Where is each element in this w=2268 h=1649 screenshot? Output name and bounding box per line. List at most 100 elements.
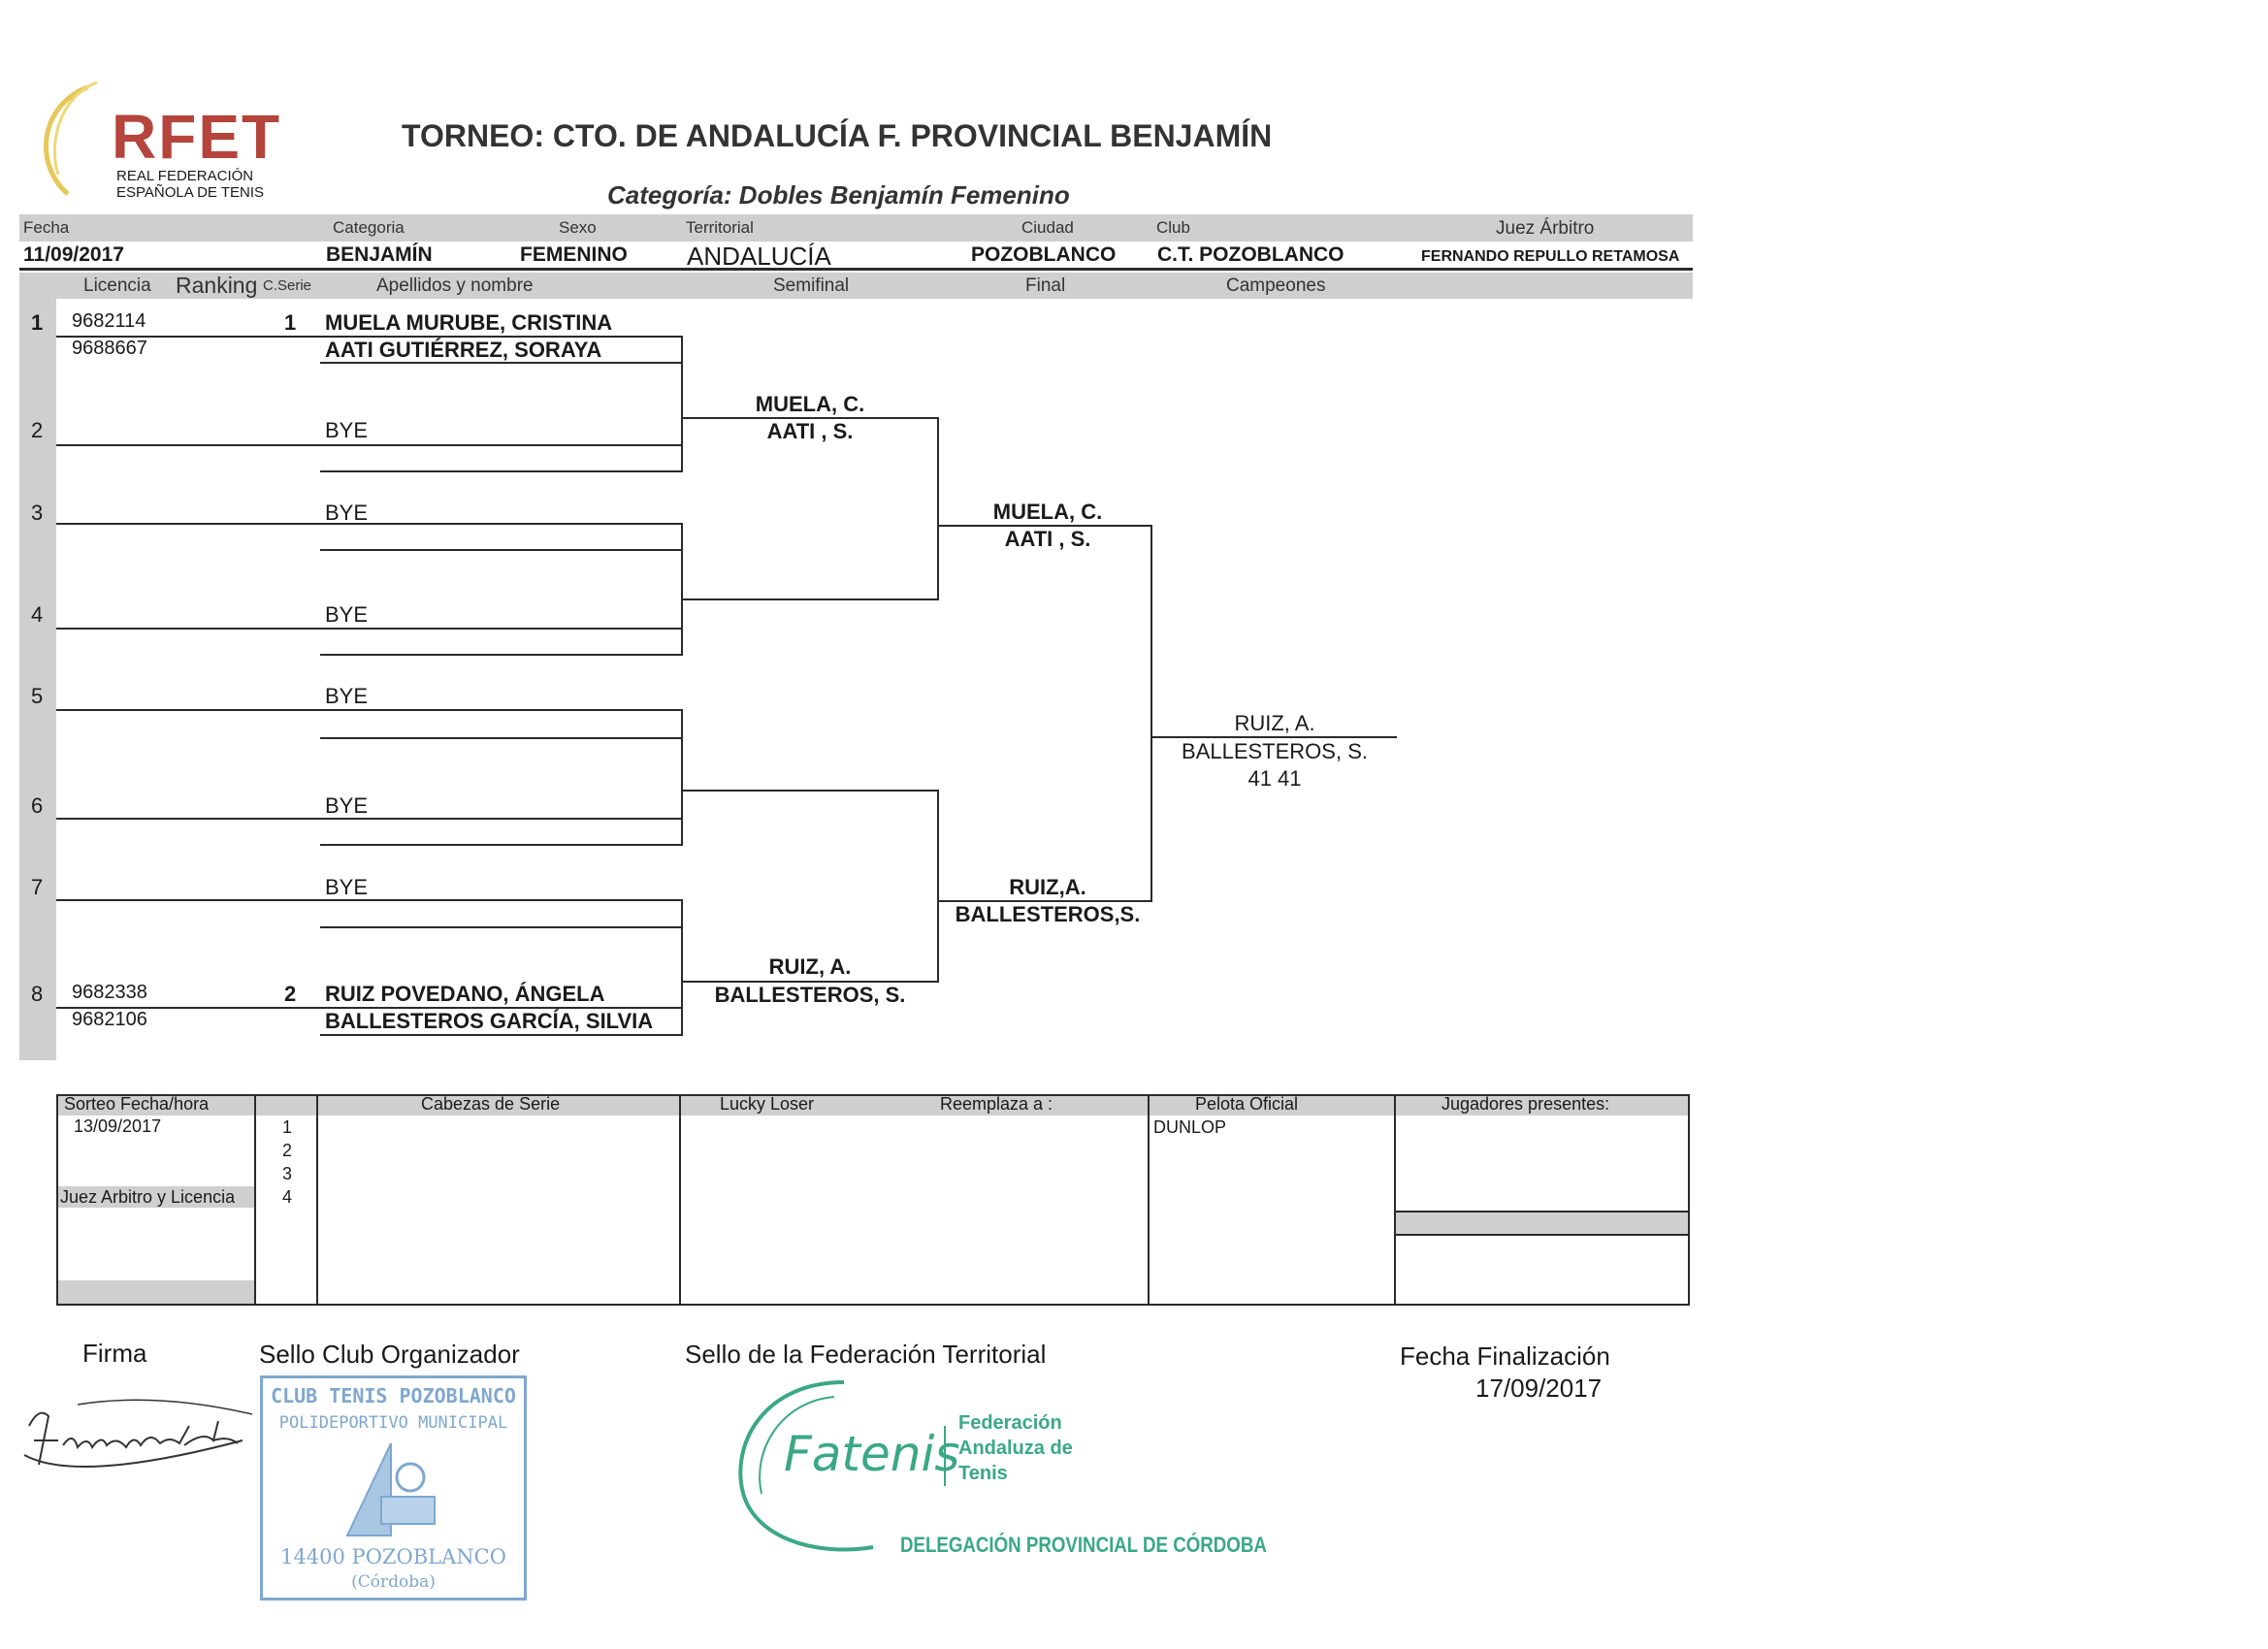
stamp-club-line: (Córdoba) (351, 1572, 436, 1592)
col-semifinal: Semifinal (773, 275, 850, 296)
semifinal-winner: AATI , S. (766, 419, 854, 443)
label-ciudad: Ciudad (1021, 218, 1074, 237)
stamp-club-line: POLIDEPORTIVO MUNICIPAL (278, 1413, 508, 1433)
entry-line (320, 654, 682, 656)
position-number: 8 (31, 982, 44, 1006)
champion-score: 41 41 (1247, 766, 1302, 791)
position-number: 2 (31, 418, 44, 442)
federation-stamp-ring-icon (738, 1380, 874, 1552)
players-present-bar (1396, 1212, 1688, 1234)
bracket-connector (1150, 525, 1152, 902)
pelota-value: DUNLOP (1153, 1117, 1227, 1137)
bracket-connector (682, 598, 939, 600)
table-divider (1148, 1096, 1150, 1304)
info-underline (19, 268, 1693, 271)
rfet-logo: RFET REAL FEDERACIÓN ESPAÑOLA DE TENIS (29, 68, 310, 204)
final-winner: AATI , S. (1004, 527, 1091, 551)
bracket-connector (1151, 736, 1397, 738)
info-label-bar (19, 214, 1693, 242)
value-ciudad: POZOBLANCO (971, 243, 1117, 266)
federation-name: Andaluza de (958, 1438, 1073, 1459)
label-categoria: Categoria (333, 218, 405, 237)
column-header-bar (19, 273, 1693, 299)
player-name: BYE (325, 793, 369, 818)
bracket-connector (681, 523, 683, 656)
bracket-connector (682, 790, 939, 792)
col-final: Final (1025, 275, 1066, 296)
player-name: RUIZ POVEDANO, ÁNGELA (325, 982, 605, 1006)
col-licencia: Licencia (83, 275, 151, 296)
position-number: 3 (31, 501, 44, 525)
table-divider (1394, 1096, 1396, 1304)
entry-line (56, 628, 682, 630)
licence: 9682114 (72, 310, 146, 332)
cabezas-label: Cabezas de Serie (421, 1094, 561, 1114)
entry-line (320, 362, 682, 364)
label-sexo: Sexo (559, 218, 597, 237)
entry-line (56, 1007, 682, 1009)
label-juez: Juez Árbitro (1496, 218, 1595, 239)
position-number: 1 (31, 310, 44, 335)
bracket-connector (938, 525, 1152, 527)
bracket-connector (682, 417, 939, 419)
final-winner: BALLESTEROS,S. (955, 902, 1141, 926)
bracket-connector (937, 790, 939, 983)
sorteo-label: Sorteo Fecha/hora (64, 1094, 210, 1114)
semifinal-winner: BALLESTEROS, S. (714, 983, 906, 1007)
entry-line (56, 336, 682, 338)
seed-slot: 2 (282, 1141, 293, 1160)
licence: 9682106 (72, 1009, 147, 1030)
entry-line (320, 737, 682, 739)
position-number: 5 (31, 684, 44, 708)
fecha-finalizacion-label: Fecha Finalización (1400, 1342, 1610, 1371)
position-number: 7 (31, 875, 44, 899)
final-winner: RUIZ,A. (1009, 875, 1086, 899)
licence: 9688667 (72, 338, 147, 359)
bracket-connector (681, 336, 683, 472)
sello-club-label: Sello Club Organizador (259, 1340, 520, 1369)
value-categoria: BENJAMÍN (326, 243, 433, 266)
table-divider (1394, 1234, 1690, 1236)
stamp-club-line: CLUB TENIS POZOBLANCO (271, 1384, 516, 1407)
player-name: BALLESTEROS GARCÍA, SILVIA (325, 1009, 654, 1033)
signature-icon (23, 1399, 253, 1468)
logo-swoosh-icon (44, 81, 98, 196)
category-title: Categoría: Dobles Benjamín Femenino (607, 180, 1070, 210)
pelota-label: Pelota Oficial (1195, 1094, 1299, 1114)
player-name: BYE (325, 418, 369, 442)
fecha-finalizacion-value: 17/09/2017 (1475, 1374, 1603, 1403)
table-divider (1394, 1211, 1690, 1212)
entry-line (320, 470, 682, 472)
value-club: C.T. POZOBLANCO (1157, 243, 1345, 266)
player-name: BYE (325, 602, 369, 627)
value-fecha: 11/09/2017 (23, 243, 124, 266)
federation-delegation: DELEGACIÓN PROVINCIAL DE CÓRDOBA (900, 1533, 1267, 1557)
label-club: Club (1156, 218, 1190, 237)
club-logo-icon (345, 1442, 436, 1536)
stamp-club-line: 14400 POZOBLANCO (280, 1545, 506, 1568)
champion-name: BALLESTEROS, S. (1182, 739, 1368, 763)
federation-separator (944, 1426, 946, 1486)
value-juez: FERNANDO REPULLO RETAMOSA (1421, 248, 1680, 265)
table-divider (254, 1096, 256, 1304)
col-cserie: C.Serie (263, 277, 312, 294)
value-territorial: ANDALUCÍA (687, 242, 831, 271)
bracket-connector (681, 709, 683, 846)
federation-name: Tenis (958, 1463, 1008, 1484)
table-divider (679, 1096, 681, 1304)
table-divider (316, 1096, 318, 1304)
seed-number: 2 (284, 982, 297, 1006)
col-campeones: Campeones (1226, 275, 1326, 296)
entry-line (56, 709, 682, 711)
firma-label: Firma (82, 1339, 147, 1368)
bracket-connector (682, 981, 939, 983)
semifinal-winner: MUELA, C. (755, 392, 865, 416)
player-name: MUELA MURUBE, CRISTINA (325, 310, 613, 335)
label-fecha: Fecha (23, 218, 70, 237)
entry-line (56, 818, 682, 820)
entry-line (56, 899, 682, 901)
juez-licencia-label: Juez Arbitro y Licencia (60, 1187, 236, 1207)
logo-sub2: ESPAÑOLA DE TENIS (116, 184, 264, 201)
draw-info-table (56, 1094, 1690, 1306)
club-stamp: CLUB TENIS POZOBLANCO POLIDEPORTIVO MUNI… (260, 1375, 527, 1600)
